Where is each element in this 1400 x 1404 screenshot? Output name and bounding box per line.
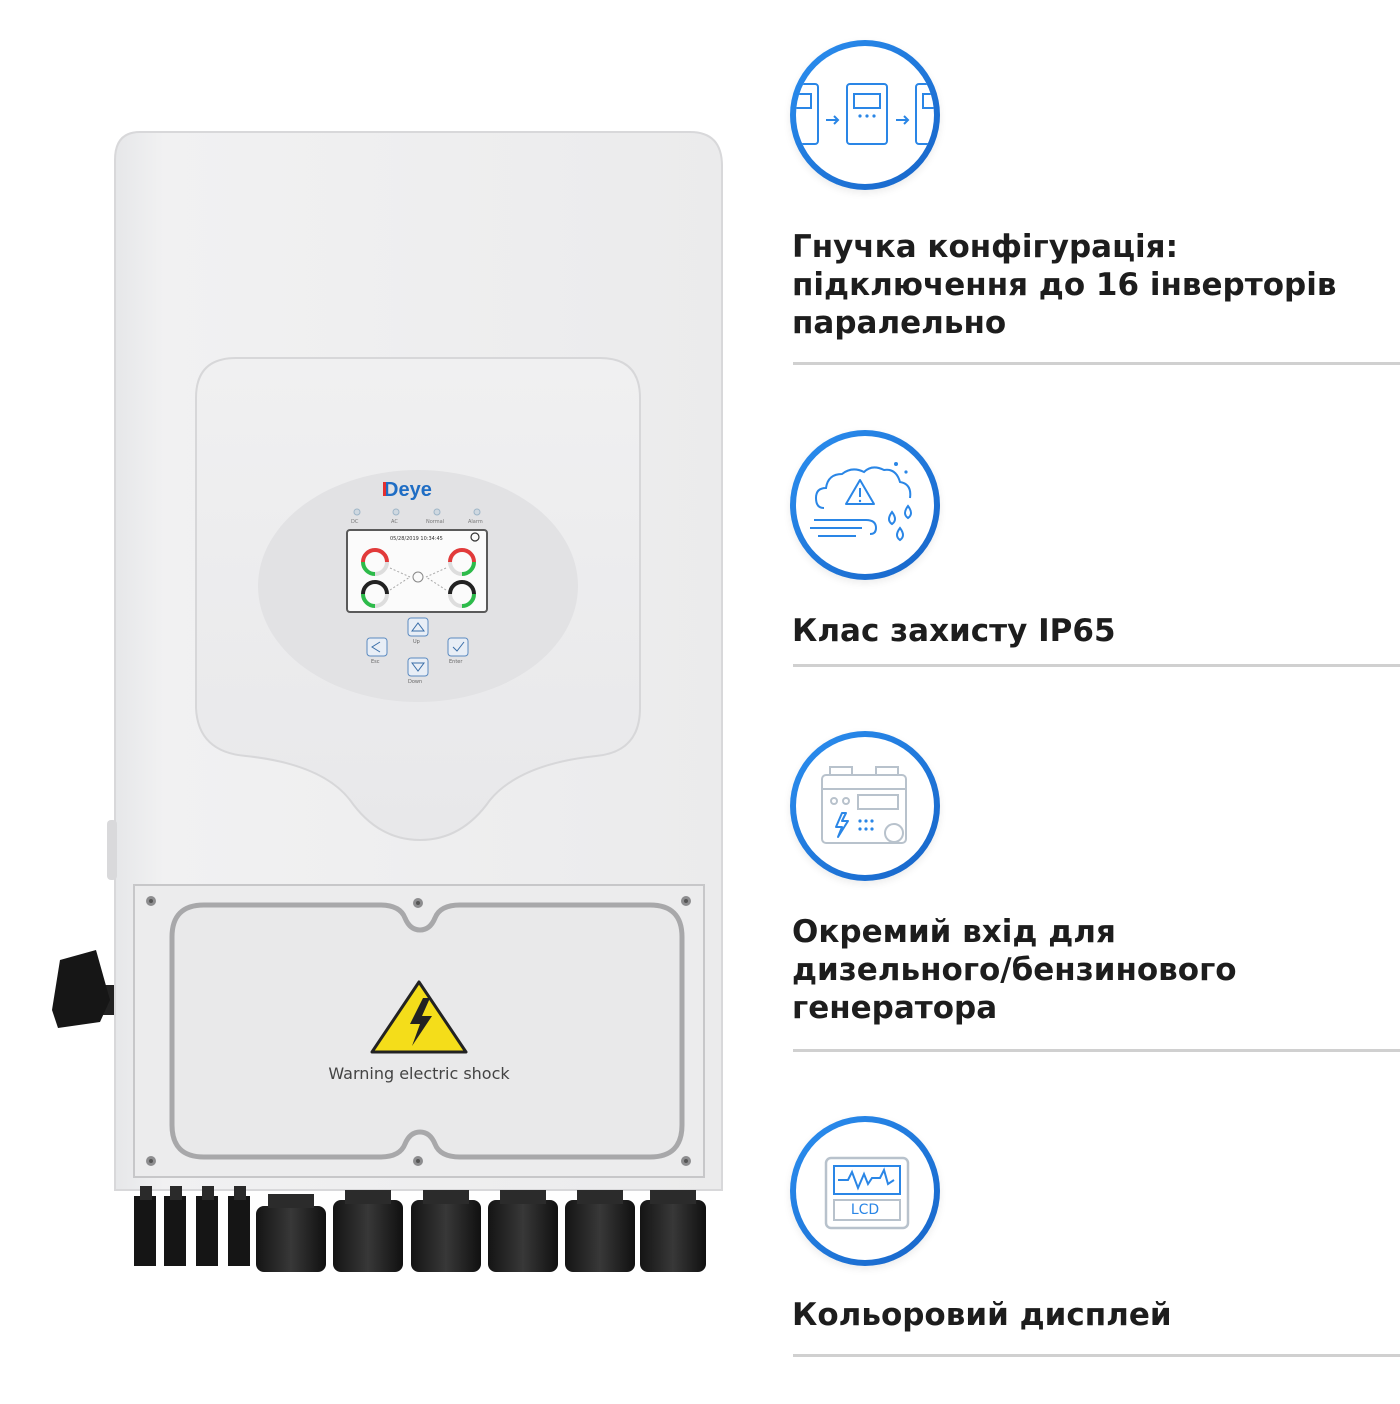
lcd-screen: 05/28/2019 10:34:45 <box>346 529 488 613</box>
key-down-label: Down <box>408 679 422 685</box>
divider <box>793 362 1400 365</box>
feature-text: Гнучка конфігурація: підключення до 16 і… <box>792 229 1337 341</box>
bottom-connectors <box>134 1186 706 1272</box>
lcd-icon-label: LCD <box>850 1202 880 1218</box>
key-up-label: Up <box>413 639 420 645</box>
status-leds: DC AC Normal Alarm <box>351 508 483 525</box>
divider <box>793 1354 1400 1357</box>
feature-text: Окремий вхід для дизельного/бензинового … <box>792 914 1237 1026</box>
warning-label: Warning electric shock <box>328 1064 510 1083</box>
feature-text: Кольоровий дисплей <box>792 1297 1172 1333</box>
parallel-inverters-icon <box>790 40 940 190</box>
keypad: Up Esc Enter Down <box>366 617 469 685</box>
dc-switch-knob <box>52 950 120 1028</box>
inverter-illustration: Deye DC AC Normal Alarm 05/28/2019 10:34… <box>52 131 723 1272</box>
key-esc-label: Esc <box>371 659 380 665</box>
inverter-drawing: Deye DC AC Normal Alarm 05/28/2019 10:34… <box>52 131 723 1272</box>
divider <box>793 1049 1400 1052</box>
warning-icon <box>370 980 468 1054</box>
key-enter-label: Enter <box>449 659 463 665</box>
generator-icon <box>790 731 940 881</box>
screen-datetime: 05/28/2019 10:34:45 <box>390 536 443 542</box>
brand-logo: Deye <box>384 479 432 501</box>
weather-protection-icon <box>790 430 940 580</box>
led-label-normal: Normal <box>426 519 444 525</box>
led-label-alarm: Alarm <box>468 519 483 525</box>
divider <box>793 664 1400 667</box>
led-label-ac: AC <box>391 519 398 525</box>
led-label-dc: DC <box>351 519 359 525</box>
lcd-display-icon: LCD <box>790 1116 940 1266</box>
feature-text: Клас захисту IP65 <box>792 613 1116 649</box>
